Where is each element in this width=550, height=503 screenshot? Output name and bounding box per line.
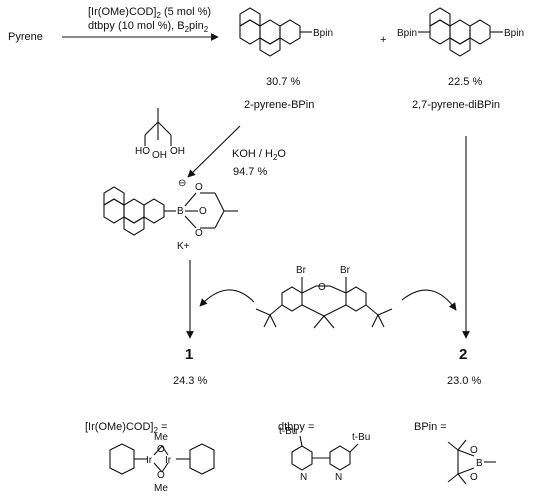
- ir-o-bottom: O: [157, 470, 165, 481]
- xanthene-o: O: [318, 282, 326, 293]
- di-bpin-left-group: Bpin: [397, 28, 417, 39]
- borate-o1: O: [195, 182, 203, 193]
- ir-atom-right: Ir: [165, 455, 172, 466]
- hydrolysis-reagent: KOH / H2O: [232, 148, 286, 163]
- ir-me-bottom: Me: [154, 483, 168, 494]
- compound-2-yield: 23.0 %: [447, 375, 482, 387]
- bpin-b: B: [476, 458, 483, 469]
- pyrene-start-label: Pyrene: [8, 31, 43, 43]
- dtbpy-tbu-left: t-Bu: [279, 426, 297, 437]
- ir-me-top: Me: [154, 432, 168, 443]
- borate-cation: K+: [177, 241, 190, 252]
- mono-yield: 30.7 %: [266, 76, 301, 88]
- triol-ho-left: HO: [135, 146, 150, 157]
- mono-name: 2-pyrene-BPin: [244, 99, 315, 111]
- catalyst-loading: (5 mol %): [160, 6, 212, 18]
- catalyst-text: [Ir(OMe)COD]: [88, 6, 157, 18]
- pin2-sub: 2: [203, 25, 209, 35]
- xanthene-br-right: Br: [340, 265, 351, 276]
- di-name: 2,7-pyrene-diBPin: [412, 99, 501, 111]
- dtbpy-n-left: N: [300, 472, 307, 483]
- bpin-o-top: O: [470, 445, 478, 456]
- compound-1-yield: 24.3 %: [173, 375, 208, 387]
- koh-text: KOH / H: [232, 148, 273, 160]
- pin-text: pin: [189, 20, 204, 32]
- di-bpin-right-group: Bpin: [504, 28, 524, 39]
- h2-sub: 2: [272, 153, 278, 163]
- borate-o2: O: [199, 206, 207, 217]
- catalyst-sub: 2: [156, 11, 161, 21]
- mono-bpin-group: Bpin: [313, 28, 333, 39]
- conditions-catalyst: [Ir(OMe)COD]2 (5 mol %): [88, 6, 211, 21]
- ir-o-top: O: [157, 444, 165, 455]
- legend-ir-eq: =: [157, 421, 168, 433]
- legend-ir-sub: 2: [153, 426, 158, 436]
- plus-sign: +: [380, 34, 387, 46]
- ir-dimer-structure: [109, 443, 215, 475]
- hydrolysis-arrow: [187, 125, 241, 178]
- legend-ir-label: [Ir(OMe)COD]2 =: [85, 421, 167, 436]
- triol-oh-mid: OH: [152, 150, 167, 161]
- curved-arrow-left: [199, 289, 255, 307]
- legend-dtbpy-label: dtbpy =: [278, 421, 315, 433]
- bpin-o-bottom: O: [470, 472, 478, 483]
- legend-ir-text: [Ir(OMe)COD]: [85, 421, 154, 433]
- xanthene-br-left: Br: [296, 265, 307, 276]
- o-text: O: [277, 148, 286, 160]
- bpin-structure: [447, 439, 496, 485]
- compound-1-number: 1: [185, 346, 194, 363]
- b2-sub: 2: [184, 25, 190, 35]
- triol-oh-right: OH: [170, 146, 185, 157]
- dtbpy-tbu-right: t-Bu: [352, 432, 370, 443]
- triol-structure: [144, 108, 172, 146]
- xanthene-structure: [255, 277, 393, 329]
- legend-bpin-label: BPin =: [414, 421, 447, 433]
- borate-o3: O: [195, 228, 203, 239]
- conditions-ligand: dtbpy (10 mol %), B2pin2: [88, 20, 208, 35]
- dtbpy-n-right: N: [335, 472, 342, 483]
- borate-b: B: [177, 206, 184, 217]
- dtbpy-structure: [291, 435, 359, 471]
- hydrolysis-yield: 94.7 %: [233, 166, 268, 178]
- di-yield: 22.5 %: [448, 76, 483, 88]
- pyrene-borate-structure: [103, 186, 238, 236]
- borate-charge: ⊖: [178, 178, 186, 189]
- ligand-text: dtbpy (10 mol %), B: [88, 20, 185, 32]
- curved-arrow-right: [401, 289, 457, 311]
- compound-2-number: 2: [459, 346, 468, 363]
- pyrene-bpin-structure: [239, 7, 312, 57]
- pyrene-dibpin-structure: [418, 7, 503, 57]
- ir-atom-left: Ir: [146, 455, 153, 466]
